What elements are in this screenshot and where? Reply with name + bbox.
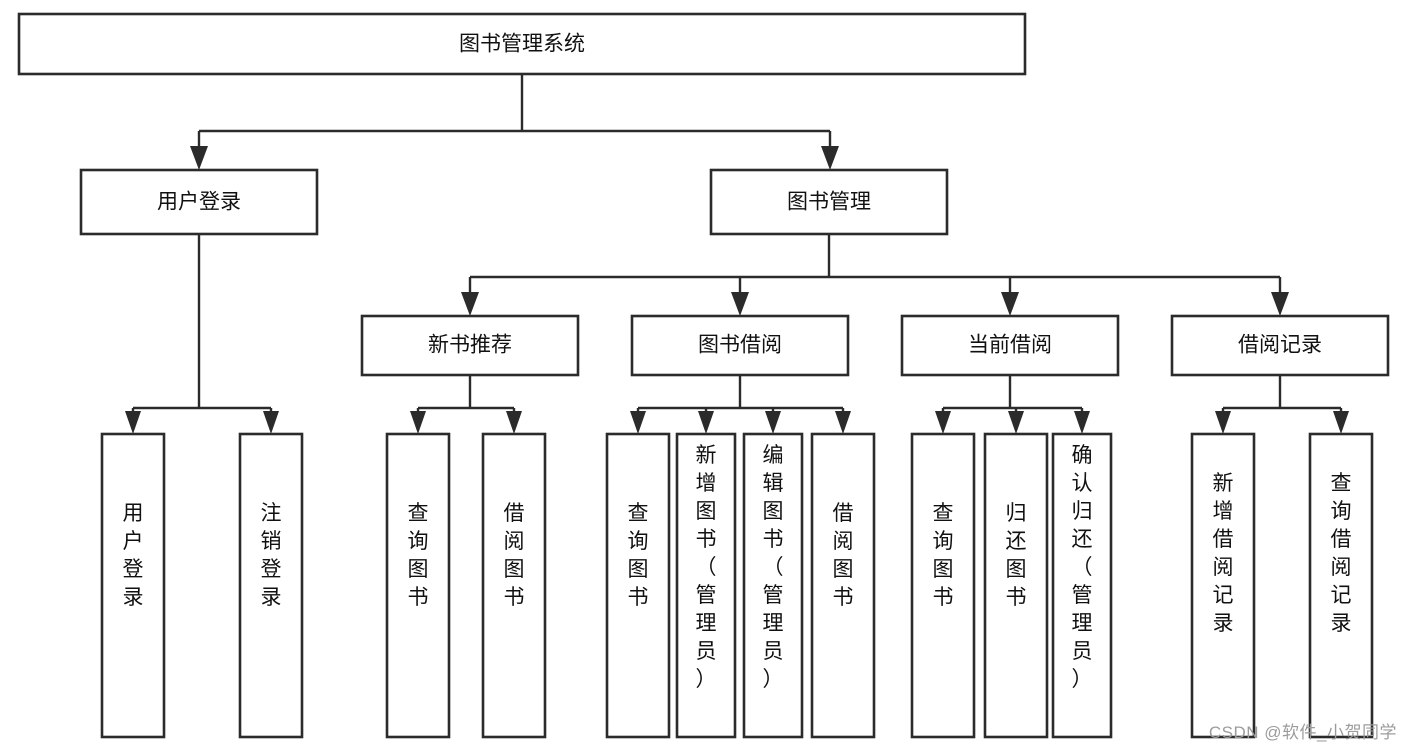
leaf-box[interactable] — [983, 432, 1049, 739]
node-new-book-recommend[interactable]: 新书推荐 — [360, 314, 580, 377]
arrow-head-icon — [506, 411, 522, 434]
arrow-head-icon — [1271, 292, 1289, 316]
arrow-head-icon — [1008, 411, 1024, 434]
node-new-book-recommend-box[interactable] — [360, 314, 580, 377]
arrow-head-icon — [190, 146, 208, 170]
leaf-node[interactable]: 编辑图书（管理员） — [742, 432, 804, 739]
arrow-head-icon — [263, 411, 279, 434]
leaf-box[interactable] — [1051, 432, 1113, 739]
leaf-node[interactable]: 借阅图书 — [481, 432, 547, 739]
leaf-box[interactable] — [605, 432, 671, 739]
leaf-box[interactable] — [238, 432, 304, 739]
leaf-label: 编辑图书（管理员） — [763, 444, 784, 691]
node-current-borrow-box[interactable] — [900, 314, 1120, 377]
connector-group-root-to-level2 — [190, 74, 839, 170]
arrow-head-icon — [731, 292, 749, 316]
connector-group-newbooks-to-leaves — [410, 375, 522, 434]
node-borrow-records-label: 借阅记录 — [1238, 334, 1322, 357]
leaf-node[interactable]: 借阅图书 — [810, 432, 876, 739]
arrow-head-icon — [1215, 411, 1231, 434]
arrow-head-icon — [1333, 411, 1349, 434]
leaf-box[interactable] — [385, 432, 451, 739]
node-current-borrow[interactable]: 当前借阅 — [900, 314, 1120, 377]
leaf-node[interactable]: 确认归还（管理员） — [1051, 432, 1113, 739]
arrow-head-icon — [1001, 292, 1019, 316]
leaf-label: 查询借阅记录 — [1331, 472, 1352, 635]
node-borrow-records-box[interactable] — [1170, 314, 1390, 377]
leaf-label: 查询图书 — [933, 502, 954, 609]
leaf-node[interactable]: 归还图书 — [983, 432, 1049, 739]
leaf-label: 注销登录 — [261, 502, 282, 609]
node-book-management-box[interactable] — [709, 168, 949, 236]
leaf-box[interactable] — [1308, 432, 1374, 739]
arrow-head-icon — [630, 411, 646, 434]
leaf-label: 查询图书 — [628, 502, 649, 609]
connector-group-records-to-leaves — [1215, 375, 1349, 434]
connector-group-login-to-leaves — [125, 234, 279, 434]
leaf-node[interactable]: 查询图书 — [605, 432, 671, 739]
leaf-label: 归还图书 — [1006, 502, 1027, 609]
node-book-borrow-label: 图书借阅 — [698, 334, 782, 357]
arrow-head-icon — [821, 146, 839, 170]
leaf-label: 确认归还（管理员） — [1072, 444, 1093, 691]
node-current-borrow-label: 当前借阅 — [968, 334, 1052, 357]
leaf-node[interactable]: 查询图书 — [910, 432, 976, 739]
leaf-node[interactable]: 新增借阅记录 — [1190, 432, 1256, 739]
arrow-head-icon — [410, 411, 426, 434]
leaf-node[interactable]: 新增图书（管理员） — [675, 432, 737, 739]
node-book-management[interactable]: 图书管理 — [709, 168, 949, 236]
node-new-book-recommend-label: 新书推荐 — [428, 334, 512, 357]
arrow-head-icon — [765, 411, 781, 434]
leaf-box[interactable] — [810, 432, 876, 739]
leaf-node[interactable]: 注销登录 — [238, 432, 304, 739]
leaf-node[interactable]: 查询图书 — [385, 432, 451, 739]
leaf-box[interactable] — [910, 432, 976, 739]
node-book-management-label: 图书管理 — [787, 191, 871, 214]
leaf-label: 新增借阅记录 — [1213, 472, 1234, 635]
node-root-box[interactable] — [17, 12, 1027, 76]
node-user-login-box[interactable] — [79, 168, 319, 236]
arrow-head-icon — [1074, 411, 1090, 434]
node-user-login-label: 用户登录 — [157, 191, 241, 214]
arrow-head-icon — [698, 411, 714, 434]
leaf-label: 查询图书 — [408, 502, 429, 609]
connector-group-current-to-leaves — [935, 375, 1090, 434]
node-root-label: 图书管理系统 — [459, 33, 585, 56]
leaf-box[interactable] — [742, 432, 804, 739]
node-root[interactable]: 图书管理系统 — [17, 12, 1027, 76]
leaf-box[interactable] — [675, 432, 737, 739]
connector-group-borrow-to-leaves — [630, 375, 851, 434]
connector-group-books-to-level3 — [461, 234, 1289, 316]
leaf-label: 借阅图书 — [504, 502, 525, 609]
leaf-node[interactable]: 查询借阅记录 — [1308, 432, 1374, 739]
arrow-head-icon — [835, 411, 851, 434]
leaf-box[interactable] — [1190, 432, 1256, 739]
node-borrow-records[interactable]: 借阅记录 — [1170, 314, 1390, 377]
leaf-label: 用户登录 — [123, 502, 144, 609]
node-book-borrow-box[interactable] — [630, 314, 850, 377]
arrow-head-icon — [461, 292, 479, 316]
node-user-login[interactable]: 用户登录 — [79, 168, 319, 236]
leaf-node[interactable]: 用户登录 — [100, 432, 166, 739]
arrow-head-icon — [935, 411, 951, 434]
node-book-borrow[interactable]: 图书借阅 — [630, 314, 850, 377]
leaf-box[interactable] — [100, 432, 166, 739]
leaf-label: 新增图书（管理员） — [696, 444, 717, 691]
leaf-box[interactable] — [481, 432, 547, 739]
leaf-label: 借阅图书 — [833, 502, 854, 609]
arrow-head-icon — [125, 411, 141, 434]
